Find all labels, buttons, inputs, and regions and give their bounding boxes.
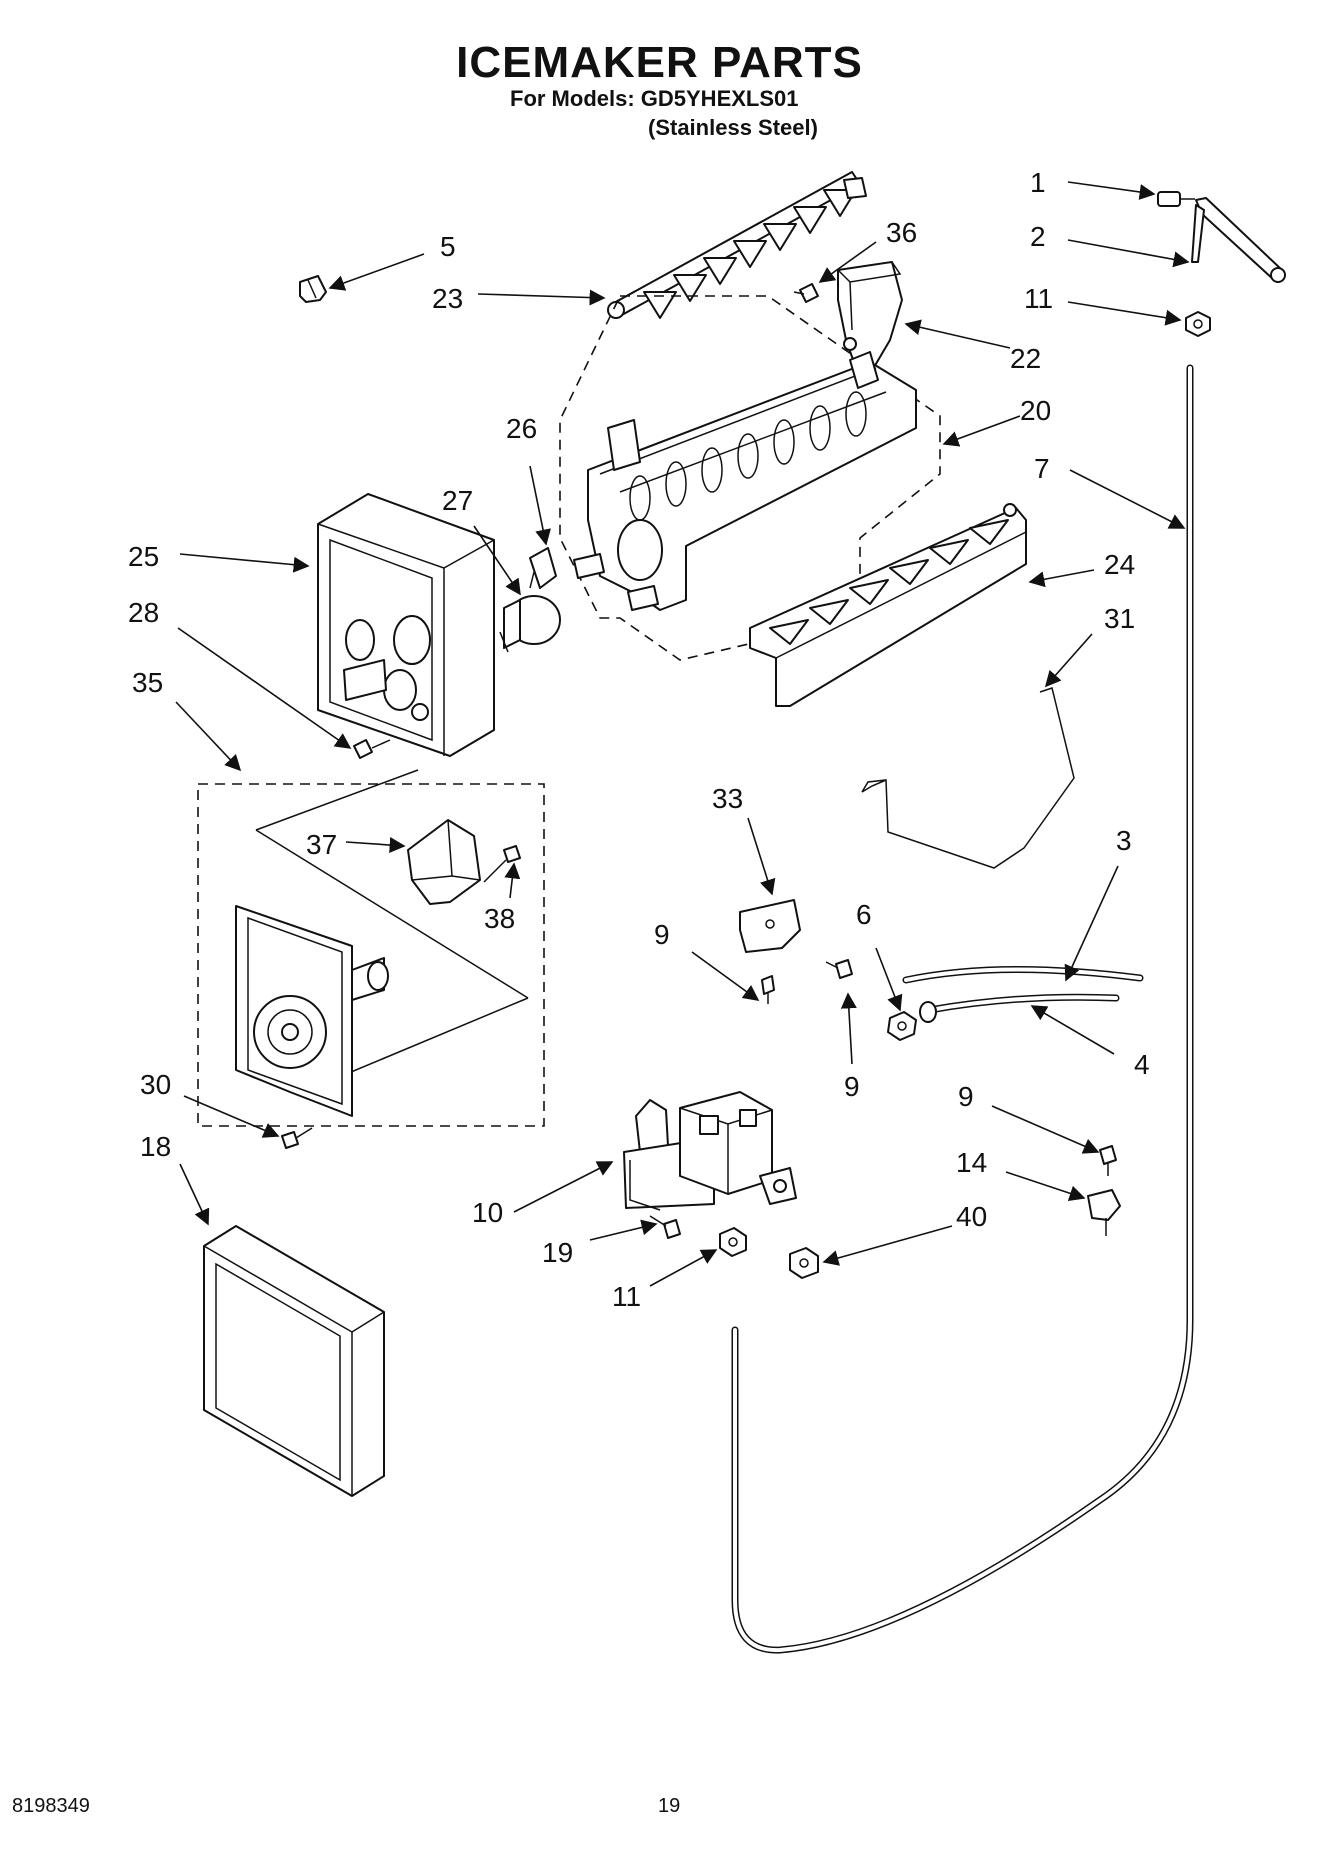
document-number: 8198349	[12, 1795, 90, 1817]
nut-40	[789, 1247, 819, 1279]
callout-14: 14	[956, 1147, 987, 1178]
motor-37	[407, 819, 481, 905]
hex-nut-11-bottom	[719, 1227, 747, 1257]
screw-9-right	[1099, 1145, 1117, 1176]
page-title: ICEMAKER PARTS	[456, 38, 863, 87]
hex-nut-11-top	[1185, 311, 1211, 337]
callout-10: 10	[472, 1197, 503, 1228]
motor-module-assembly	[197, 769, 545, 1127]
thermostat	[499, 595, 561, 653]
callout-20: 20	[1020, 395, 1051, 426]
clip-part	[299, 275, 327, 303]
valve-cover	[739, 899, 801, 953]
callout-19: 19	[542, 1237, 573, 1268]
screw-38	[483, 845, 521, 883]
callout-37: 37	[306, 829, 337, 860]
callout-24: 24	[1104, 549, 1135, 580]
screw-9-left	[761, 975, 775, 1004]
leader-lines	[175, 181, 1190, 1287]
callout-40: 40	[956, 1201, 987, 1232]
front-cover	[203, 1225, 385, 1497]
callout-23: 23	[432, 283, 463, 314]
callout-9-left: 9	[654, 919, 670, 950]
nut-6	[887, 1011, 917, 1041]
callout-36: 36	[886, 217, 917, 248]
control-housing	[317, 493, 495, 757]
callout-labels: 1 2 11 7 3 4 5 23 36 22 20 24 31 26 27 2…	[128, 167, 1150, 1312]
callout-30: 30	[140, 1069, 171, 1100]
callout-7: 7	[1034, 453, 1050, 484]
callout-5: 5	[440, 231, 456, 262]
callout-18: 18	[140, 1131, 171, 1162]
callout-33: 33	[712, 783, 743, 814]
finish-line: (Stainless Steel)	[648, 115, 818, 140]
callout-11-bottom: 11	[612, 1281, 641, 1312]
callout-11-top: 11	[1024, 283, 1053, 314]
callout-9-center: 9	[844, 1071, 860, 1102]
callout-31: 31	[1104, 603, 1135, 634]
callout-9-right: 9	[958, 1081, 974, 1112]
fill-tube-elbow	[1191, 197, 1286, 283]
shutoff-arm-spring	[529, 547, 557, 589]
water-valve	[623, 1091, 797, 1211]
callout-22: 22	[1010, 343, 1041, 374]
ice-mold	[559, 295, 941, 661]
screw-19	[649, 1215, 681, 1239]
callout-38: 38	[484, 903, 515, 934]
callout-4: 4	[1134, 1049, 1150, 1080]
screw-36	[793, 283, 819, 303]
screw-30	[281, 1127, 313, 1149]
ejector-blade-shaft	[607, 171, 867, 319]
callout-2: 2	[1030, 221, 1046, 252]
fill-cup-screw	[1157, 191, 1195, 207]
callout-27: 27	[442, 485, 473, 516]
callout-6: 6	[856, 899, 872, 930]
ice-stripper	[749, 503, 1027, 707]
callout-35: 35	[132, 667, 163, 698]
fill-tube	[731, 364, 1194, 1654]
models-line: For Models: GD5YHEXLS01	[510, 86, 799, 111]
wire-harness	[861, 687, 1075, 869]
water-tube-4	[919, 993, 1120, 1023]
callout-28: 28	[128, 597, 159, 628]
water-tube-3	[902, 966, 1144, 984]
callout-26: 26	[506, 413, 537, 444]
screw-28	[353, 739, 391, 759]
page-number: 19	[658, 1795, 681, 1817]
clamp-14	[1087, 1189, 1121, 1236]
screw-9-center	[825, 959, 853, 979]
callout-3: 3	[1116, 825, 1132, 856]
callout-25: 25	[128, 541, 159, 572]
callout-1: 1	[1030, 167, 1046, 198]
